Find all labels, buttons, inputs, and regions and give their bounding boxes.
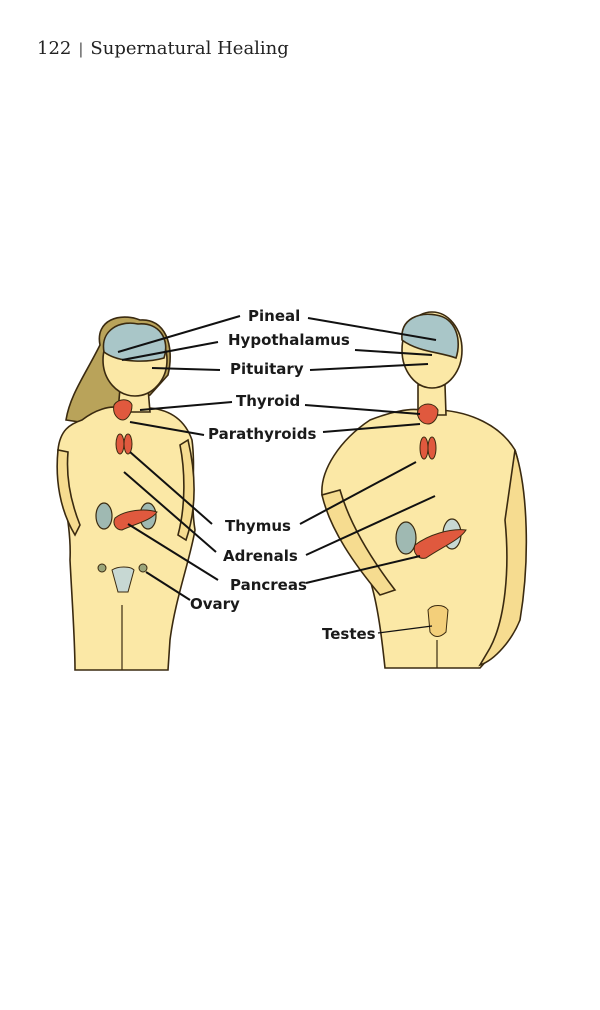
- page-number: 122: [37, 38, 72, 59]
- label-ovary: Ovary: [190, 595, 240, 613]
- label-pineal: Pineal: [248, 307, 301, 325]
- label-adrenals: Adrenals: [223, 547, 298, 565]
- label-pancreas: Pancreas: [230, 576, 307, 594]
- label-thyroid: Thyroid: [236, 392, 301, 410]
- female-figure: [56, 316, 196, 671]
- running-header: 122 | Supernatural Healing: [37, 38, 289, 59]
- label-pituitary: Pituitary: [230, 360, 304, 378]
- label-testes: Testes: [322, 625, 376, 643]
- label-hypothalamus: Hypothalamus: [228, 331, 350, 349]
- running-title: Supernatural Healing: [90, 38, 289, 59]
- header-separator: |: [78, 40, 84, 58]
- male-figure: [321, 311, 528, 669]
- label-parathyroids: Parathyroids: [208, 425, 317, 443]
- label-thymus: Thymus: [225, 517, 291, 535]
- leader-lines: [117, 315, 437, 634]
